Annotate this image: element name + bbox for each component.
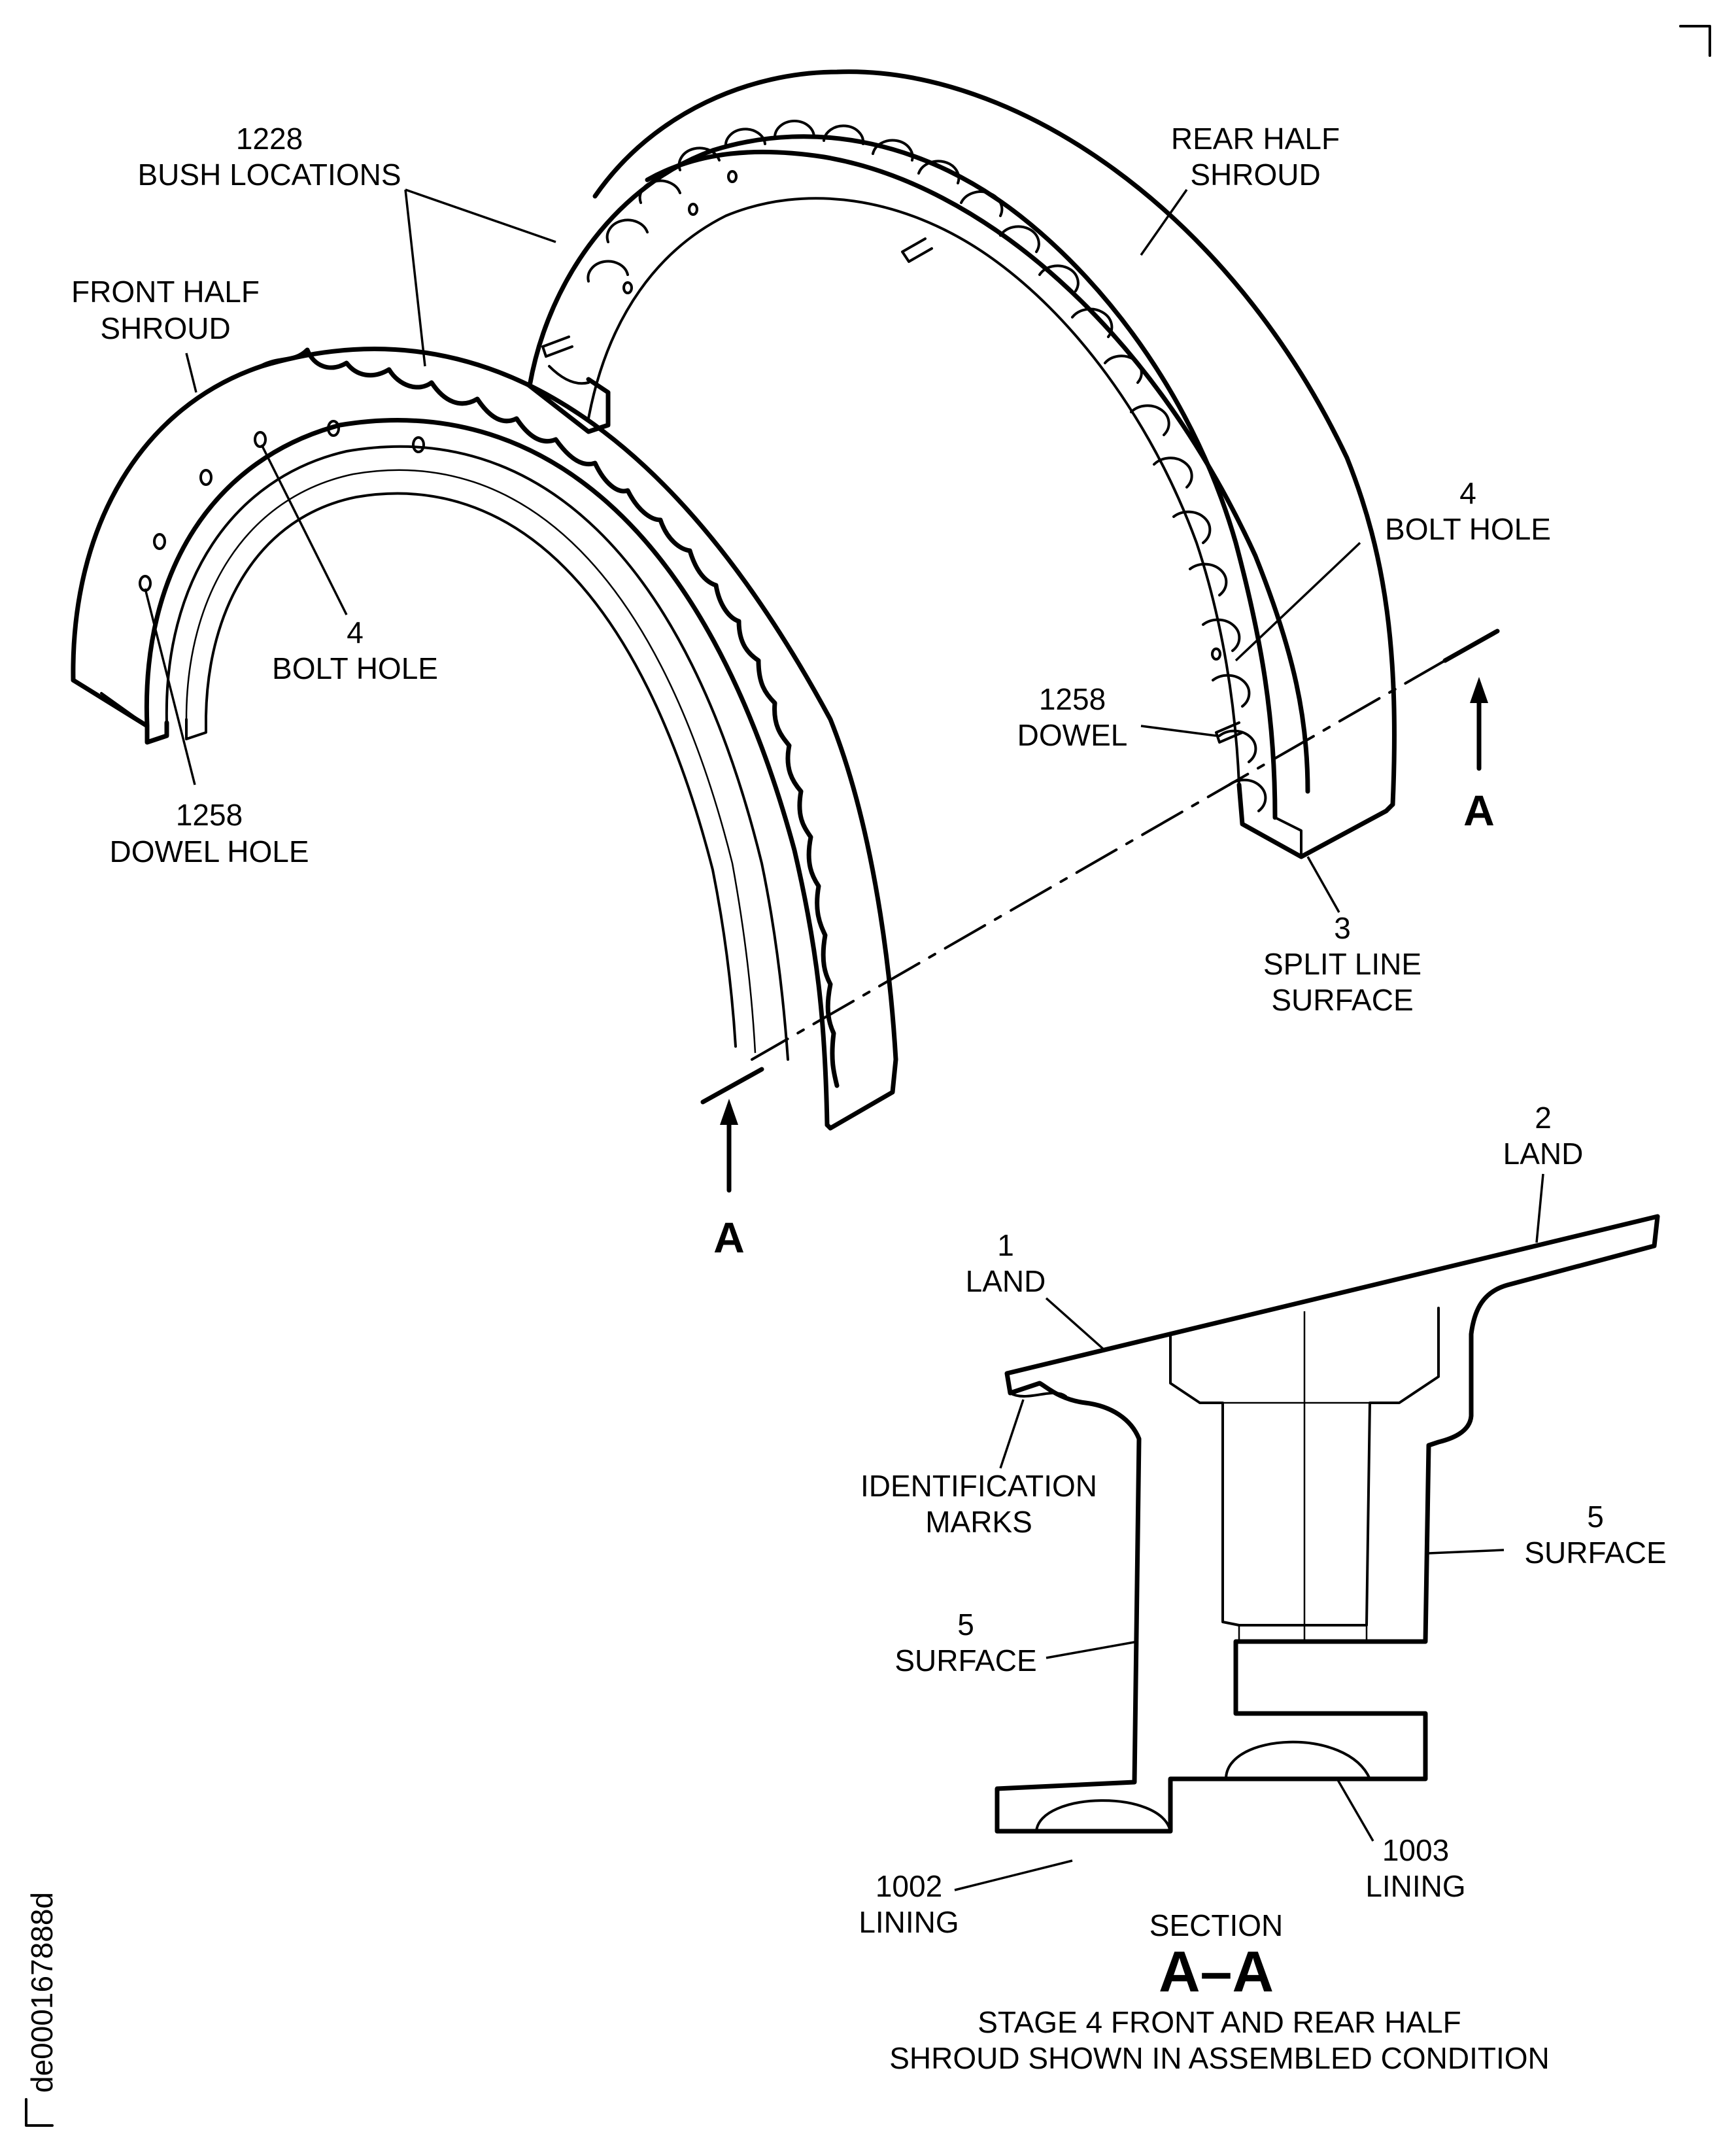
land-1-num: 1 [997,1228,1014,1262]
leader-lines [144,188,1544,1891]
bush-locations-num: 1228 [236,122,303,156]
surface-left-num: 5 [957,1608,974,1642]
lining-1002-num: 1002 [876,1869,942,1903]
section-word: SECTION [1149,1908,1283,1942]
lining-1003-text: LINING [1365,1869,1465,1903]
land-2-num: 2 [1535,1101,1552,1135]
land-1-text: LAND [966,1264,1046,1298]
code-corner-mark [25,2098,54,2127]
dowel-hole-num: 1258 [176,798,243,832]
surface-right-text: SURFACE [1524,1536,1666,1570]
lining-1002-text: LINING [859,1905,959,1939]
dowel-hole-text: DOWEL HOLE [109,835,309,869]
bush-locations-text: BUSH LOCATIONS [138,158,401,192]
section-marker-left: A [713,1213,745,1262]
identification-marks-1: IDENTIFICATION [860,1469,1097,1503]
lining-1003-num: 1003 [1382,1833,1449,1867]
front-bolt-hole-text: BOLT HOLE [272,651,438,685]
split-line-text-2: SURFACE [1271,983,1413,1017]
dowel-num: 1258 [1039,682,1106,716]
caption-line-2: SHROUD SHOWN IN ASSEMBLED CONDITION [889,2041,1550,2075]
rear-half-shroud-label-2: SHROUD [1190,158,1320,192]
rear-bolt-hole-text: BOLT HOLE [1385,512,1551,546]
split-line-text-1: SPLIT LINE [1263,947,1421,981]
figure-code: de000167888d [25,1892,59,2093]
labels: 1228 BUSH LOCATIONS FRONT HALF SHROUD RE… [71,122,1667,2075]
dowel-text: DOWEL [1017,718,1128,752]
caption-line-1: STAGE 4 FRONT AND REAR HALF [978,2005,1461,2039]
front-half-shroud-label-2: SHROUD [100,311,230,345]
front-half-shroud-drawing [71,347,898,1131]
identification-marks-2: MARKS [925,1505,1032,1539]
surface-right-num: 5 [1587,1500,1604,1534]
front-bolt-hole-num: 4 [347,615,364,649]
surface-left-text: SURFACE [894,1644,1036,1678]
section-line-a-a [700,628,1500,1193]
land-2-text: LAND [1503,1137,1584,1171]
section-id: A–A [1159,1939,1274,2004]
rear-bolt-hole-num: 4 [1459,476,1476,510]
section-marker-right: A [1463,786,1495,835]
section-view-a-a [995,1214,1660,1834]
rear-half-shroud-label-1: REAR HALF [1171,122,1340,156]
split-line-num: 3 [1334,911,1351,945]
front-half-shroud-label-1: FRONT HALF [71,275,260,309]
crop-mark [1679,25,1711,57]
rear-half-shroud-drawing [527,69,1397,859]
